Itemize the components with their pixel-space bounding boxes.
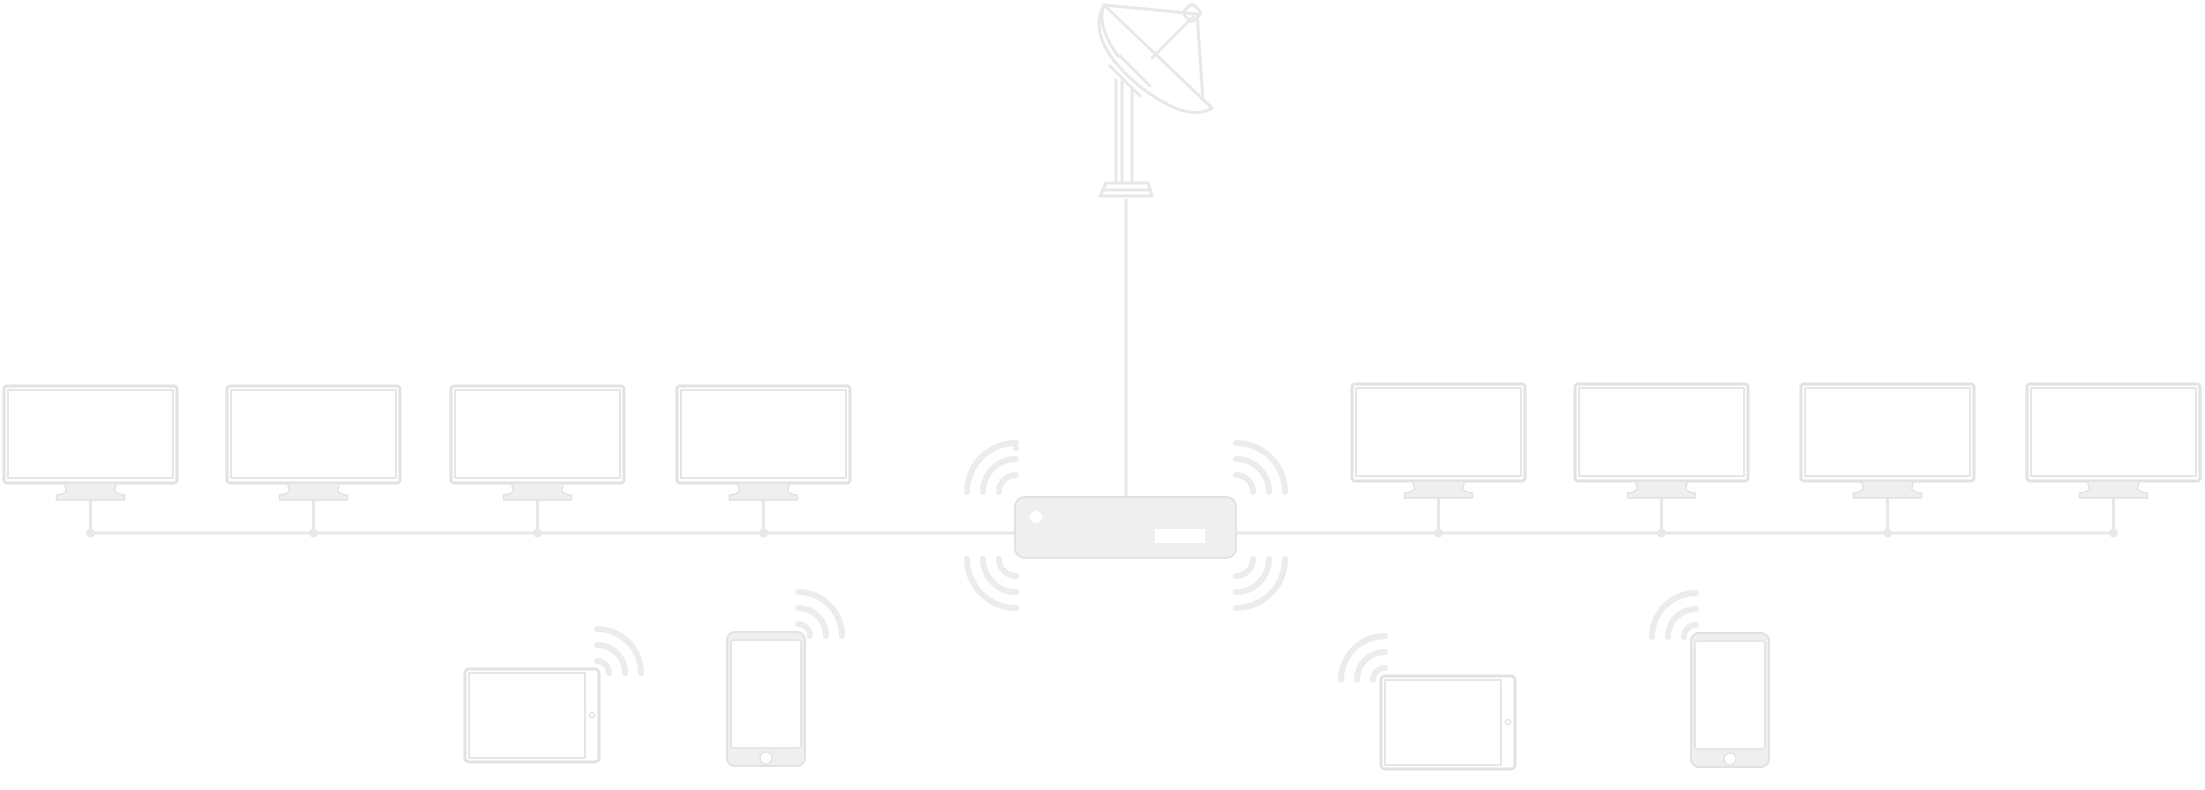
monitor-drop <box>759 498 768 538</box>
wired-connections <box>87 198 2118 535</box>
wifi-signal-icon <box>1338 633 1388 683</box>
monitor-icon <box>2 384 179 501</box>
tablet-device-left <box>463 667 601 764</box>
wired-monitors <box>2 382 2202 501</box>
wifi-signal-icon <box>594 626 644 676</box>
smartphone-icon <box>726 631 806 767</box>
monitor-drop <box>1657 496 1666 538</box>
tablet-icon <box>463 667 601 764</box>
router-display-slot <box>1155 529 1205 543</box>
monitor-icon <box>1799 382 1976 499</box>
satellite-dish-icon <box>1097 3 1214 198</box>
monitor-drop <box>1883 496 1892 538</box>
tablet-icon <box>1379 674 1517 771</box>
monitor-icon <box>1573 382 1750 499</box>
wifi-signal-icon <box>1233 556 1288 611</box>
monitor-icon <box>225 384 402 501</box>
wifi-signal-icon <box>964 556 1019 611</box>
router-power-led <box>1030 511 1042 523</box>
smartphone-icon <box>1690 632 1770 768</box>
monitor-drop <box>309 498 318 538</box>
monitor-icon <box>675 384 852 501</box>
monitor-icon <box>449 384 626 501</box>
monitor-icon <box>1350 382 1527 499</box>
monitor-drop <box>86 498 95 538</box>
router-icon <box>1014 496 1237 559</box>
tablet-device-right <box>1379 674 1517 771</box>
monitor-drop <box>2109 496 2118 538</box>
phone-device-right <box>1690 632 1770 768</box>
wifi-signal-icon <box>1233 440 1288 495</box>
wifi-signal-icon <box>1649 590 1699 640</box>
phone-device-left <box>726 631 806 767</box>
monitor-drop <box>533 498 542 538</box>
wifi-signal-icon <box>964 440 1019 495</box>
wifi-signal-icon <box>795 589 845 639</box>
monitor-drop-lines <box>86 496 2118 538</box>
monitor-drop <box>1434 496 1443 538</box>
router-wifi-arcs <box>964 440 1288 611</box>
monitor-icon <box>2025 382 2202 499</box>
device-wifi-signals <box>594 589 1699 683</box>
